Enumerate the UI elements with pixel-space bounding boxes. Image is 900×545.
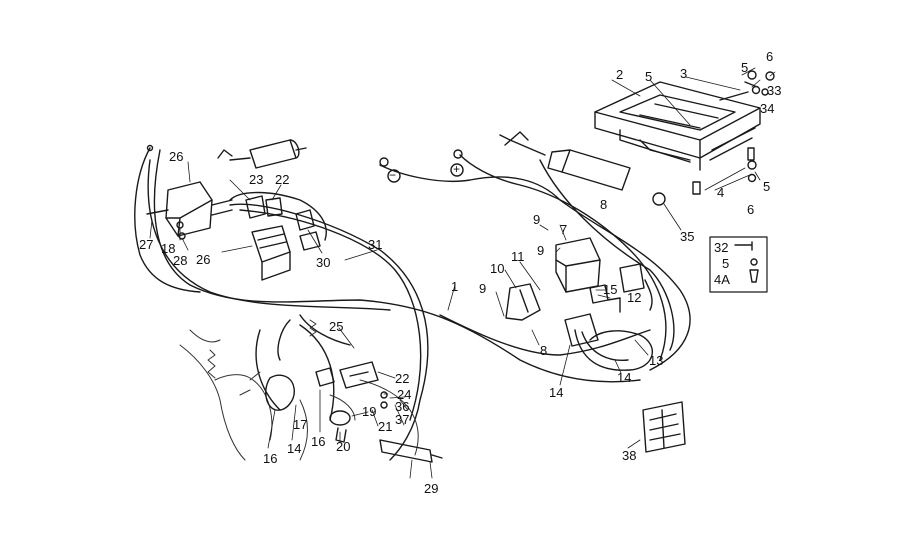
callout-28: 28 (173, 253, 188, 268)
callout-2: 2 (616, 67, 624, 82)
callout-15: 15 (603, 282, 618, 297)
fuel-pump (217, 139, 307, 169)
callout-23: 23 (249, 172, 264, 187)
callout-5-right: 5 (741, 60, 749, 75)
callout-14-left: 14 (287, 441, 302, 456)
long-cable-left (134, 144, 201, 293)
callout-22-lower: 22 (395, 371, 410, 386)
callout-21: 21 (378, 419, 393, 434)
callout-30: 30 (316, 255, 331, 270)
callout-8-top: 8 (600, 197, 608, 212)
sensor-22-lower (339, 361, 379, 389)
main-harness-bundle (147, 149, 691, 461)
label-plate-38 (642, 401, 686, 453)
callout-9-top: 9 (533, 212, 541, 227)
engine-outline (179, 319, 419, 461)
screws-27-18-28 (146, 209, 186, 240)
connector-group-23 (245, 195, 283, 219)
callout-22-top: 22 (275, 172, 290, 187)
ignition-coil-upper (165, 181, 233, 237)
sensor-16 (265, 367, 335, 411)
sensor-29 (379, 439, 443, 463)
callout-11: 11 (511, 249, 525, 264)
ecu-control-unit (594, 81, 761, 171)
callout-26-top: 26 (169, 149, 184, 164)
callout-9-mid: 9 (537, 243, 545, 258)
inset-label-4a: 4A (714, 272, 730, 287)
callout-13: 13 (649, 353, 664, 368)
cable-loop-13 (574, 329, 653, 371)
negative-terminal-symbol: − (389, 168, 397, 182)
positive-terminal-symbol: + (453, 162, 461, 176)
callout-4: 4 (717, 185, 725, 200)
connector-block-14 (564, 313, 599, 347)
callout-24: 24 (397, 387, 412, 402)
callout-19: 19 (362, 404, 377, 419)
callout-10: 10 (490, 261, 505, 276)
callout-18: 18 (161, 241, 176, 256)
callout-20: 20 (336, 439, 351, 454)
callout-5-top: 5 (645, 69, 653, 84)
callout-6-bottom: 6 (747, 202, 755, 217)
inset-detail-box (709, 236, 768, 293)
ecu-harness-connector (499, 131, 631, 191)
callout-27: 27 (139, 237, 154, 252)
battery-terminals (379, 149, 464, 183)
callout-17: 17 (293, 417, 308, 432)
callout-8-bottom: 8 (540, 343, 548, 358)
callout-7: 7 (560, 222, 568, 237)
relay-8 (555, 237, 601, 293)
callout-14-center: 14 (549, 385, 564, 400)
callout-3: 3 (680, 66, 688, 81)
callout-29: 29 (424, 481, 439, 496)
callout-12: 12 (627, 290, 642, 305)
hardware-36-24 (380, 391, 388, 409)
connector-group-30 (295, 209, 321, 251)
callout-14-right: 14 (617, 370, 632, 385)
callout-9-left: 9 (479, 281, 487, 296)
callout-36: 36 (395, 399, 410, 414)
ecu-mounting-hardware (652, 70, 775, 206)
relay-12 (589, 284, 621, 313)
callout-37: 37 (395, 412, 410, 427)
leader-lines (149, 67, 776, 479)
callout-35: 35 (680, 229, 695, 244)
callout-16-left: 16 (263, 451, 278, 466)
callout-25: 25 (329, 319, 344, 334)
callout-34: 34 (760, 101, 775, 116)
callout-1: 1 (451, 279, 459, 294)
callout-31: 31 (368, 237, 383, 252)
bracket-10 (505, 283, 541, 321)
callout-26-lower: 26 (196, 252, 211, 267)
callout-38: 38 (622, 448, 637, 463)
inset-label-32: 32 (714, 240, 729, 255)
callout-6-top: 6 (766, 49, 774, 64)
inset-label-5: 5 (722, 256, 730, 271)
callout-33: 33 (767, 83, 782, 98)
callout-16-center: 16 (311, 434, 326, 449)
callout-5-lower: 5 (763, 179, 771, 194)
ignition-coil-lower (251, 225, 291, 281)
bracket-pieces-right (619, 263, 653, 311)
